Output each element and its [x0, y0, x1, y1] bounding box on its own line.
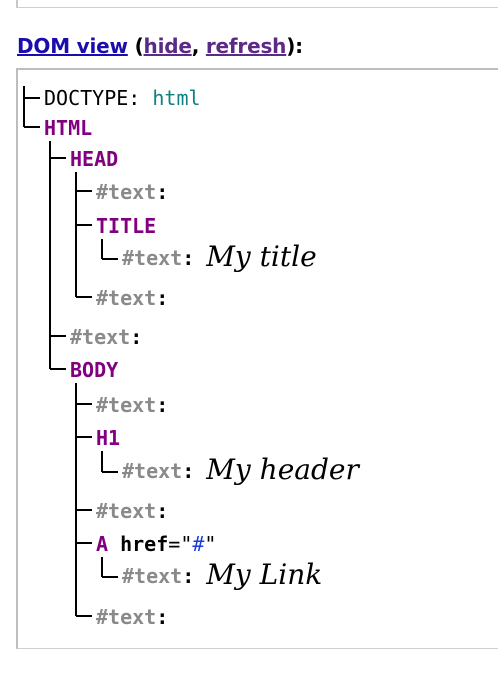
- title-text-node[interactable]: #text: My title: [122, 243, 317, 271]
- body-text-node-1[interactable]: #text:: [96, 394, 168, 416]
- head-text-node-1[interactable]: #text:: [96, 181, 168, 203]
- title-tag: TITLE: [96, 214, 157, 238]
- head-node[interactable]: HEAD: [70, 148, 118, 170]
- text-node-label: #text: [122, 246, 183, 270]
- html-tag: HTML: [44, 116, 93, 140]
- previous-panel-edge: [16, 0, 498, 8]
- text-node-label: #text: [96, 499, 157, 523]
- head-text-node-2[interactable]: #text:: [96, 287, 168, 309]
- a-attr-close-quote: ": [204, 532, 217, 556]
- text-node-label: #text: [122, 564, 183, 588]
- doctype-node[interactable]: DOCTYPE: html: [44, 87, 201, 109]
- a-tag: A: [96, 532, 109, 556]
- a-attr-eq: =: [168, 532, 181, 556]
- text-node-colon: :: [182, 246, 195, 270]
- h1-text-value: My header: [206, 453, 359, 486]
- h1-text-node[interactable]: #text: My header: [122, 456, 359, 484]
- title-node[interactable]: TITLE: [96, 215, 156, 237]
- doctype-colon: :: [128, 86, 153, 110]
- html-text-node[interactable]: #text:: [70, 326, 142, 348]
- html-node[interactable]: HTML: [44, 117, 92, 139]
- body-text-node-3[interactable]: #text:: [96, 606, 168, 628]
- a-text-node[interactable]: #text: My Link: [122, 561, 322, 589]
- text-node-colon: :: [156, 180, 169, 204]
- a-attr-name: href: [120, 532, 169, 556]
- text-node-label: #text: [96, 286, 157, 310]
- a-attr-value: #: [192, 532, 205, 556]
- a-node[interactable]: A href="#": [96, 533, 216, 555]
- text-node-label: #text: [70, 325, 131, 349]
- text-node-label: #text: [96, 180, 157, 204]
- text-node-colon: :: [156, 605, 169, 629]
- heading-separator: ,: [191, 34, 206, 58]
- text-node-label: #text: [96, 605, 157, 629]
- text-node-label: #text: [122, 459, 183, 483]
- heading-open-paren: (: [127, 34, 144, 58]
- dom-view-link[interactable]: DOM view: [17, 34, 128, 58]
- body-node[interactable]: BODY: [70, 359, 118, 381]
- title-text-value: My title: [206, 240, 317, 273]
- head-tag: HEAD: [70, 147, 119, 171]
- body-tag: BODY: [70, 358, 119, 382]
- a-text-value: My Link: [206, 558, 323, 591]
- text-node-colon: :: [156, 286, 169, 310]
- text-node-colon: :: [182, 459, 195, 483]
- dom-view-heading: DOM view (hide, refresh):: [17, 34, 303, 58]
- doctype-value: html: [152, 86, 201, 110]
- a-attr-open-quote: ": [180, 532, 193, 556]
- text-node-colon: :: [182, 564, 195, 588]
- refresh-link[interactable]: refresh: [205, 34, 287, 58]
- h1-node[interactable]: H1: [96, 427, 120, 449]
- heading-close-paren: ):: [286, 34, 303, 58]
- body-text-node-2[interactable]: #text:: [96, 500, 168, 522]
- text-node-colon: :: [156, 393, 169, 417]
- text-node-colon: :: [130, 325, 143, 349]
- text-node-label: #text: [96, 393, 157, 417]
- dom-tree-panel: [16, 68, 498, 649]
- doctype-label: DOCTYPE: [44, 86, 129, 110]
- text-node-colon: :: [156, 499, 169, 523]
- h1-tag: H1: [96, 426, 121, 450]
- hide-link[interactable]: hide: [143, 34, 192, 58]
